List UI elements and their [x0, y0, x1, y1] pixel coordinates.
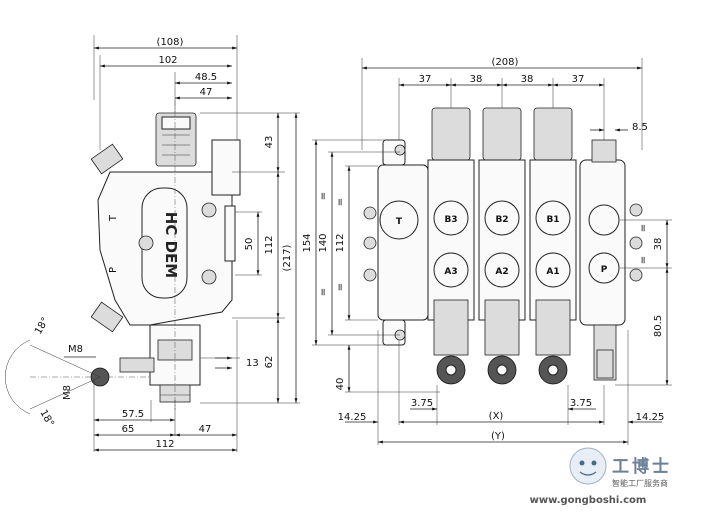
dim-side-overall-width: (108) [157, 37, 184, 48]
dim-front-8-5: 8.5 [632, 122, 648, 133]
dim-front-154: 154 [302, 233, 313, 252]
port-p-top [588, 204, 620, 236]
dim-side-width: 102 [158, 55, 177, 66]
port-label-a1: A1 [546, 267, 559, 277]
port-label-a3: A3 [444, 267, 457, 277]
lever-handle [119, 357, 155, 373]
front-view-top-dimensions: (208) 37 38 38 37 8.5 [361, 57, 648, 150]
port-label-t: T [108, 214, 119, 222]
dim-side-43: 43 [264, 136, 275, 149]
dim-front-140: 140 [318, 233, 329, 252]
port-b3 [433, 200, 469, 236]
dim-front-38-vertical: 38 [653, 238, 664, 251]
dim-side-112: 112 [264, 235, 275, 254]
lever-angle-indicator: 18° 18° M8 M8 [4, 316, 101, 429]
brand-text: HC DEM [162, 212, 180, 278]
port-a2 [484, 252, 520, 288]
front-view-bottom-dimensions: 14.25 3.75 (X) 3.75 14.25 (Y) [338, 330, 665, 445]
port-a3 [433, 252, 469, 288]
front-view-left-dimensions: 154 140 112 = = = = 40 [302, 139, 440, 393]
equal-mark-2: = [335, 198, 346, 206]
equal-mark-3: = [318, 288, 329, 296]
thread-m8-upper: M8 [68, 344, 83, 355]
dim-front-80-5: 80.5 [653, 315, 664, 337]
dim-side-overall-height: (217) [282, 244, 293, 271]
watermark-logo: 工博士 智能工厂服务商 www.gongboshi.com [530, 447, 672, 506]
equal-mark-right-2: = [638, 256, 649, 264]
angle-upper: 18° [33, 316, 51, 337]
end-plate-right [579, 159, 626, 326]
watermark-url: www.gongboshi.com [530, 495, 647, 506]
port-label-t-front: T [396, 217, 403, 227]
dim-front-37-right: 37 [572, 74, 585, 85]
dim-front-14-25-left: 14.25 [338, 412, 367, 423]
dim-front-38-right: 38 [521, 74, 534, 85]
port-p [588, 252, 620, 284]
dim-side-47-bottom: 47 [199, 424, 212, 435]
side-view-bottom-dimensions: 57.5 65 47 112 [93, 320, 238, 452]
front-view: (208) 37 38 38 37 8.5 [302, 57, 672, 445]
mascot-icon [569, 447, 607, 485]
port-label-p: P [108, 267, 119, 273]
dim-side-57-5: 57.5 [122, 409, 144, 420]
dim-side-65: 65 [122, 424, 135, 435]
section-2 [478, 107, 526, 385]
dim-front-37-left: 37 [419, 74, 432, 85]
front-view-body: T B3 B2 B1 A3 A2 A1 P [363, 107, 643, 385]
side-view-top-dimensions: (108) 102 48.5 47 [93, 35, 238, 150]
port-b1 [535, 200, 571, 236]
port-t [379, 200, 419, 240]
dim-front-3-75-left: 3.75 [411, 398, 433, 409]
port-b2 [484, 200, 520, 236]
dim-side-112-bottom: 112 [155, 439, 174, 450]
port-label-a2: A2 [495, 267, 508, 277]
section-3 [427, 107, 475, 385]
port-label-b3: B3 [444, 215, 457, 225]
side-view-right-dimensions: 50 43 112 62 (217) 13 [200, 112, 300, 404]
angle-lower: 18° [37, 408, 55, 429]
dim-front-overall-width: (208) [492, 57, 519, 68]
dim-side-48-5: 48.5 [195, 72, 217, 83]
dim-front-38-left: 38 [470, 74, 483, 85]
watermark-name: 工博士 [612, 456, 672, 477]
equal-mark-1: = [318, 192, 329, 200]
side-view-body: HC DEM T P [30, 100, 241, 410]
end-plate-left [377, 164, 429, 321]
port-label-p-front: P [601, 265, 608, 275]
bolt-center [138, 235, 154, 251]
fitting-lower [90, 301, 124, 333]
dim-side-13: 13 [246, 358, 259, 369]
equal-mark-4: = [335, 283, 346, 291]
bolt-lower [201, 269, 217, 285]
dim-front-y: (Y) [491, 431, 505, 442]
dim-front-x: (X) [489, 411, 504, 422]
fitting-upper [90, 143, 124, 175]
front-view-right-dimensions: 38 = = 80.5 [615, 219, 672, 386]
dim-front-14-25-right: 14.25 [636, 412, 665, 423]
watermark-subtitle: 智能工厂服务商 [612, 478, 668, 488]
port-a1 [535, 252, 571, 288]
thread-m8-lower: M8 [62, 385, 73, 400]
port-label-b1: B1 [546, 215, 559, 225]
side-view: (108) 102 48.5 47 HC DEM [4, 35, 300, 452]
dim-front-112: 112 [335, 233, 346, 252]
dim-front-3-75-right: 3.75 [570, 398, 592, 409]
section-1 [529, 107, 577, 385]
port-label-b2: B2 [495, 215, 508, 225]
dim-side-50: 50 [244, 238, 255, 251]
dim-side-62: 62 [264, 356, 275, 369]
bolt-upper [201, 202, 217, 218]
dim-side-47-top: 47 [200, 87, 213, 98]
equal-mark-right-1: = [638, 224, 649, 232]
dim-front-40: 40 [335, 378, 346, 391]
